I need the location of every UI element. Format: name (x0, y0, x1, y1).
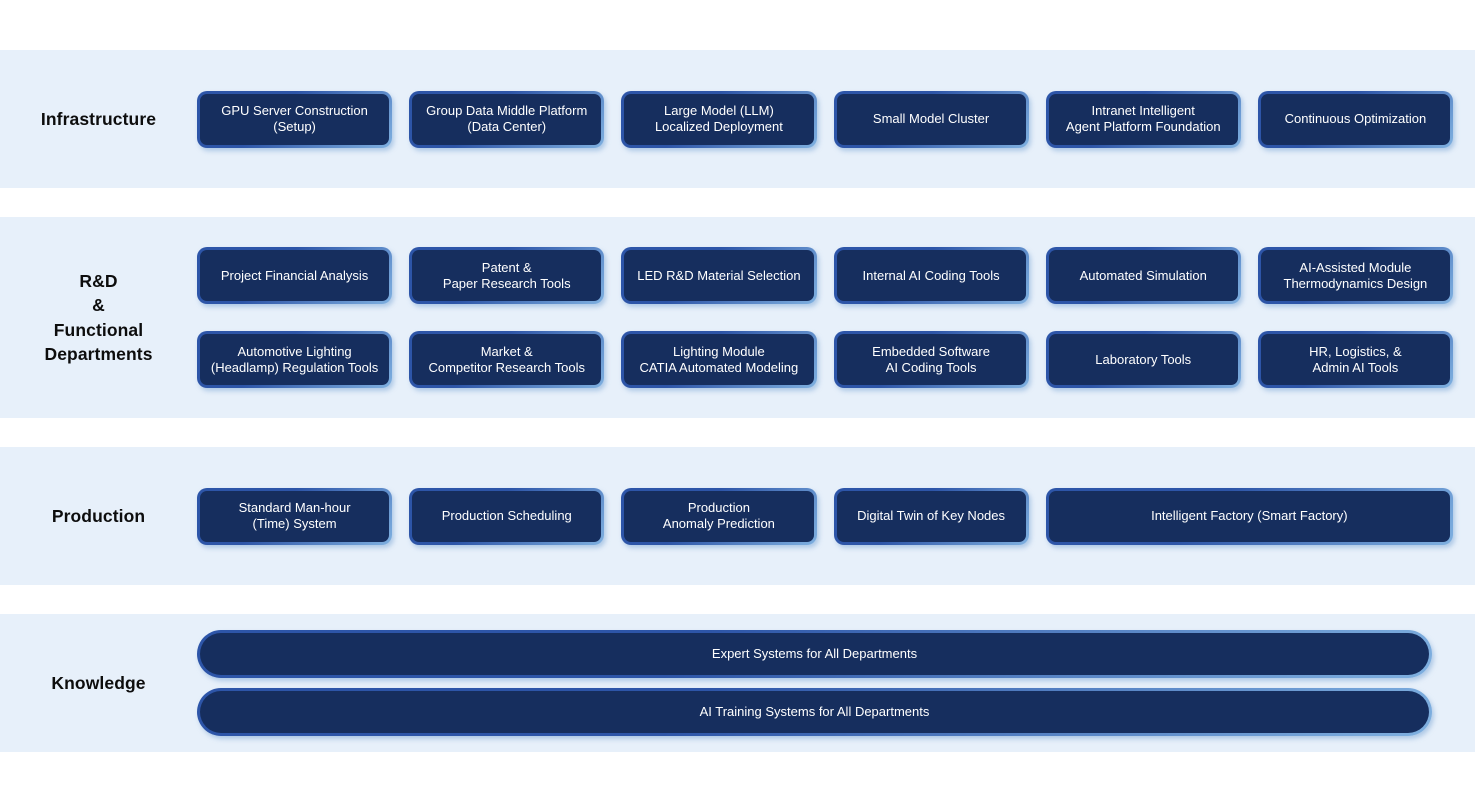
feature-box-label: Intranet Intelligent Agent Platform Foun… (1048, 93, 1238, 145)
section-band-production: Production Standard Man-hour (Time) Syste… (0, 447, 1475, 585)
feature-box-label: HR, Logistics, & Admin AI Tools (1260, 334, 1450, 385)
feature-box: HR, Logistics, & Admin AI Tools (1257, 331, 1453, 388)
feature-box-label: GPU Server Construction (Setup) (200, 93, 390, 145)
feature-box-label: AI-Assisted Module Thermodynamics Design (1260, 250, 1450, 301)
feature-box-label: Lighting Module CATIA Automated Modeling (624, 334, 814, 385)
feature-box: Large Model (LLM) Localized Deployment (621, 90, 817, 148)
feature-box-label: Standard Man-hour (Time) System (200, 490, 390, 542)
feature-box: Patent & Paper Research Tools (409, 247, 605, 304)
feature-box: Intelligent Factory (Smart Factory) (1045, 487, 1453, 545)
section-band-rnd: R&D & Functional Departments Project Fina… (0, 217, 1475, 418)
feature-box: Group Data Middle Platform (Data Center) (409, 90, 605, 148)
feature-box: Internal AI Coding Tools (833, 247, 1029, 304)
section-band-infrastructure: Infrastructure GPU Server Construction (S… (0, 50, 1475, 188)
feature-box-label: Patent & Paper Research Tools (412, 250, 602, 301)
section-content-knowledge: Expert Systems for All Departments AI Tra… (197, 614, 1475, 752)
feature-box: GPU Server Construction (Setup) (197, 90, 393, 148)
box-row: Standard Man-hour (Time) System Productio… (197, 487, 1453, 545)
section-label-rnd: R&D & Functional Departments (44, 271, 153, 364)
feature-box: Small Model Cluster (833, 90, 1029, 148)
feature-box-label: Production Anomaly Prediction (624, 490, 814, 542)
feature-box-label: Large Model (LLM) Localized Deployment (624, 93, 814, 145)
feature-box-label: Internal AI Coding Tools (836, 250, 1026, 301)
section-content-production: Standard Man-hour (Time) System Productio… (197, 447, 1475, 585)
feature-box-label: Project Financial Analysis (200, 250, 390, 301)
box-row: Automotive Lighting (Headlamp) Regulatio… (197, 331, 1453, 388)
feature-box-label: Small Model Cluster (836, 93, 1026, 145)
box-row: Project Financial Analysis Patent & Paper… (197, 247, 1453, 304)
feature-box: Lighting Module CATIA Automated Modeling (621, 331, 817, 388)
feature-box: Digital Twin of Key Nodes (833, 487, 1029, 545)
knowledge-bar-label: AI Training Systems for All Departments (200, 691, 1429, 733)
knowledge-bar: Expert Systems for All Departments (197, 630, 1432, 678)
feature-box: Standard Man-hour (Time) System (197, 487, 393, 545)
feature-box-label: Digital Twin of Key Nodes (836, 490, 1026, 542)
section-content-rnd: Project Financial Analysis Patent & Paper… (197, 217, 1475, 418)
feature-box: Production Anomaly Prediction (621, 487, 817, 545)
feature-box: AI-Assisted Module Thermodynamics Design (1257, 247, 1453, 304)
box-row: GPU Server Construction (Setup) Group Dat… (197, 90, 1453, 148)
feature-box: Automated Simulation (1045, 247, 1241, 304)
feature-box: Automotive Lighting (Headlamp) Regulatio… (197, 331, 393, 388)
feature-box: Production Scheduling (409, 487, 605, 545)
feature-box: Intranet Intelligent Agent Platform Foun… (1045, 90, 1241, 148)
feature-box-label: Market & Competitor Research Tools (412, 334, 602, 385)
knowledge-bar-label: Expert Systems for All Departments (200, 633, 1429, 675)
section-content-infrastructure: GPU Server Construction (Setup) Group Dat… (197, 50, 1475, 188)
feature-box: Laboratory Tools (1045, 331, 1241, 388)
section-label-production: Production (51, 505, 146, 526)
feature-box-label: Intelligent Factory (Smart Factory) (1048, 490, 1450, 542)
feature-box: Market & Competitor Research Tools (409, 331, 605, 388)
feature-box: Continuous Optimization (1257, 90, 1453, 148)
feature-box: Project Financial Analysis (197, 247, 393, 304)
section-band-knowledge: Knowledge Expert Systems for All Departme… (0, 614, 1475, 752)
feature-box-label: Automated Simulation (1048, 250, 1238, 301)
feature-box-label: Continuous Optimization (1260, 93, 1450, 145)
feature-box: Embedded Software AI Coding Tools (833, 331, 1029, 388)
knowledge-bar: AI Training Systems for All Departments (197, 688, 1432, 736)
feature-box-label: Group Data Middle Platform (Data Center) (412, 93, 602, 145)
feature-box-label: LED R&D Material Selection (624, 250, 814, 301)
feature-box-label: Automotive Lighting (Headlamp) Regulatio… (200, 334, 390, 385)
feature-box: LED R&D Material Selection (621, 247, 817, 304)
feature-box-label: Production Scheduling (412, 490, 602, 542)
section-label-infrastructure: Infrastructure (40, 108, 157, 129)
feature-box-label: Laboratory Tools (1048, 334, 1238, 385)
section-label-knowledge: Knowledge (51, 672, 146, 693)
feature-box-label: Embedded Software AI Coding Tools (836, 334, 1026, 385)
